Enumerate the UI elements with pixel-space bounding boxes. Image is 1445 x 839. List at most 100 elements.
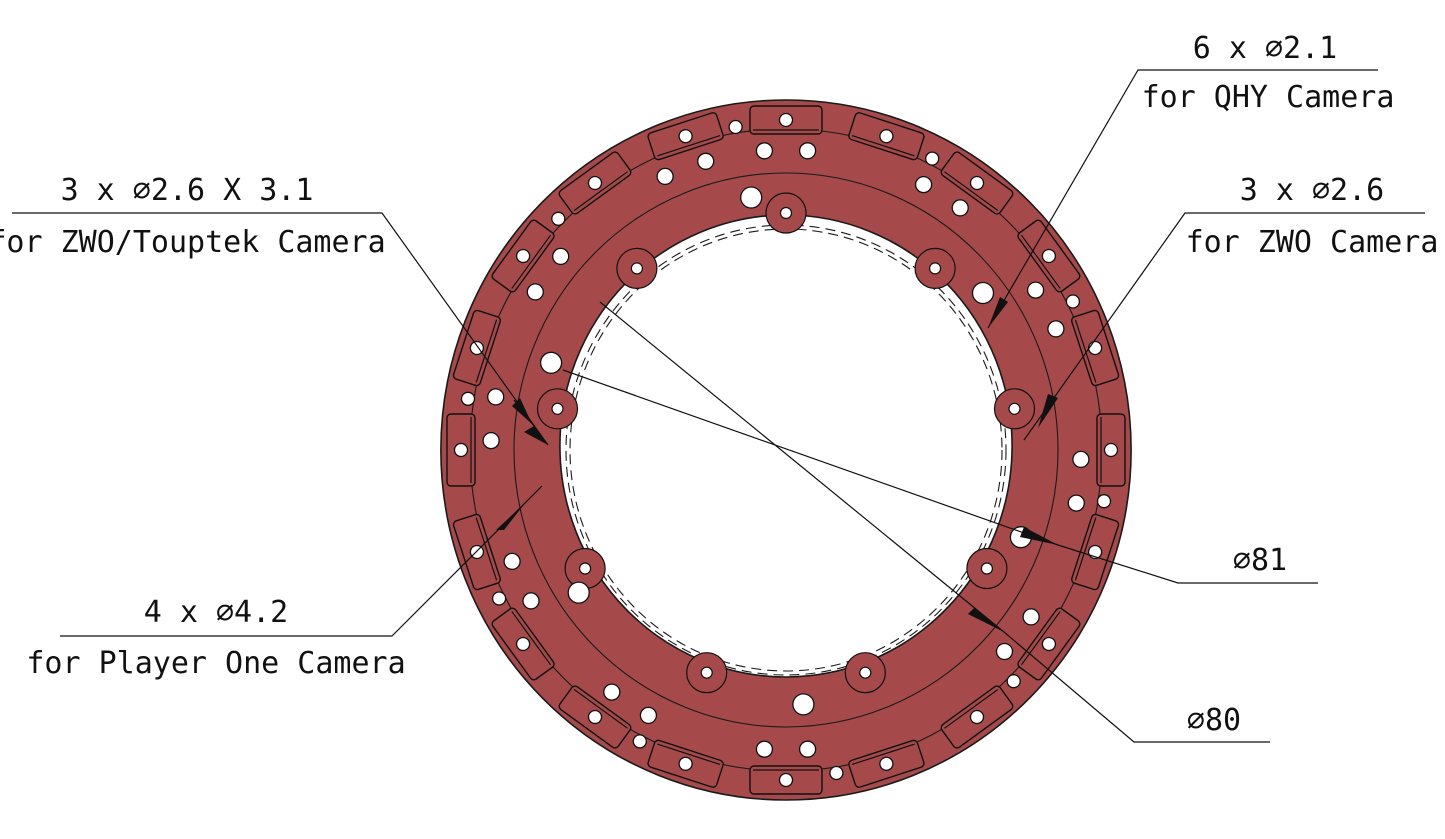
arrowhead-zwo-touptek-under <box>512 398 532 424</box>
rim-hole <box>460 391 476 406</box>
callout-player-one-qty: 4 x ∅4.2 <box>144 595 289 630</box>
band-hole <box>995 642 1014 661</box>
rim-hole <box>925 151 940 166</box>
band-hole <box>1067 494 1085 512</box>
callout-dia-80: ∅80 <box>1187 703 1241 738</box>
slot-pocket <box>558 685 632 749</box>
large-hole <box>539 351 563 374</box>
inner-mount-lobes <box>536 192 1036 694</box>
rim-hole <box>829 765 844 781</box>
arrowhead-player-one <box>496 502 526 530</box>
slot-pocket <box>491 607 555 681</box>
slot-hole <box>778 112 794 128</box>
rim-hole <box>1096 494 1112 509</box>
slot-pocket <box>848 112 925 161</box>
ring-bore-dashed-b <box>569 228 1003 672</box>
slot-hole <box>969 175 985 191</box>
band-hole <box>656 167 674 186</box>
ring-body <box>440 99 1132 801</box>
rim-hole <box>551 211 566 226</box>
rim-hole <box>491 591 507 606</box>
slot-pocket <box>647 739 724 788</box>
band-hole <box>503 552 521 571</box>
slot-pocket <box>647 112 724 161</box>
band-hole <box>951 199 969 217</box>
slot-hole <box>515 248 531 264</box>
callout-zwo-touptek-desc: for ZWO/Touptek Camera <box>0 225 386 260</box>
slot-pocket <box>940 685 1014 749</box>
slot-inner-edge <box>1074 319 1097 383</box>
slot-inner-edge <box>475 319 498 383</box>
band-hole <box>603 683 621 701</box>
lobe-hole <box>700 666 713 679</box>
slot-inner-edge <box>1020 234 1061 289</box>
slot-hole <box>678 129 693 144</box>
band-hole <box>1022 608 1040 626</box>
slot-inner-edge <box>657 743 721 766</box>
slot-hole <box>1041 636 1057 652</box>
slot-pocket <box>1071 513 1120 591</box>
rim-hole <box>1065 294 1081 309</box>
slot-inner-edge <box>573 689 628 729</box>
outer-slot-pockets <box>446 105 1126 795</box>
callout-zwo-qty: 3 x ∅2.6 <box>1240 173 1385 208</box>
large-hole <box>740 186 763 209</box>
slot-pocket <box>848 739 925 788</box>
arrowhead-dia-81-end <box>1020 527 1058 545</box>
leader-lines <box>12 69 1425 743</box>
slot-hole <box>969 709 985 725</box>
band-hole <box>1026 281 1045 299</box>
slot-hole <box>1103 442 1119 458</box>
slot-hole <box>453 442 469 458</box>
slot-pocket <box>1017 607 1081 681</box>
callout-labels: 6 x ∅2.1 for QHY Camera 3 x ∅2.6 X 3.1 f… <box>0 31 1438 738</box>
slot-inner-edge <box>1020 611 1061 666</box>
slot-inner-edge <box>944 689 999 729</box>
lobe-hole <box>1008 402 1021 415</box>
rim-hole <box>1006 674 1021 689</box>
arrowhead-dia-80-end <box>968 608 1004 632</box>
leader-player-one <box>60 485 543 637</box>
band-hole <box>482 431 500 450</box>
slot-hole <box>587 175 603 191</box>
slot-inner-edge <box>657 134 721 157</box>
slot-inner-edge <box>511 611 552 666</box>
slot-hole <box>778 772 794 788</box>
band-hole <box>552 247 570 266</box>
slot-hole <box>587 709 603 725</box>
slot-pocket <box>1071 309 1120 387</box>
leader-dia-81 <box>1057 544 1318 584</box>
slot-pocket <box>749 765 823 795</box>
band-hole <box>798 740 817 758</box>
band-hole <box>697 152 715 170</box>
band-hole <box>755 740 774 758</box>
large-hole <box>971 281 995 305</box>
slot-hole <box>515 636 531 652</box>
band-hole <box>1047 320 1065 338</box>
callout-zwo-desc: for ZWO Camera <box>1186 225 1439 260</box>
slot-pocket <box>1017 219 1081 293</box>
mounting-holes <box>460 119 1112 781</box>
dimension-line-80 <box>599 301 1005 633</box>
lobe-hole <box>928 262 942 275</box>
band-hole <box>526 283 544 301</box>
band-hole <box>1072 450 1090 469</box>
ring-step-middle <box>513 172 1059 728</box>
lobe-hole <box>779 206 793 220</box>
lobe-hole <box>578 562 592 575</box>
band-hole <box>798 142 817 160</box>
slot-hole <box>678 756 693 771</box>
slot-pocket <box>446 413 476 487</box>
slot-pocket <box>940 151 1014 215</box>
leader-qhy <box>987 69 1378 329</box>
rim-hole <box>632 734 647 749</box>
large-hole <box>792 693 815 716</box>
lobe-hole <box>980 562 994 575</box>
slot-inner-edge <box>511 234 552 289</box>
lobe-hole <box>859 666 872 679</box>
band-hole <box>639 706 658 725</box>
callout-zwo-touptek-qty: 3 x ∅2.6 X 3.1 <box>61 173 314 208</box>
slot-hole <box>879 129 894 144</box>
slot-pocket <box>558 151 632 215</box>
